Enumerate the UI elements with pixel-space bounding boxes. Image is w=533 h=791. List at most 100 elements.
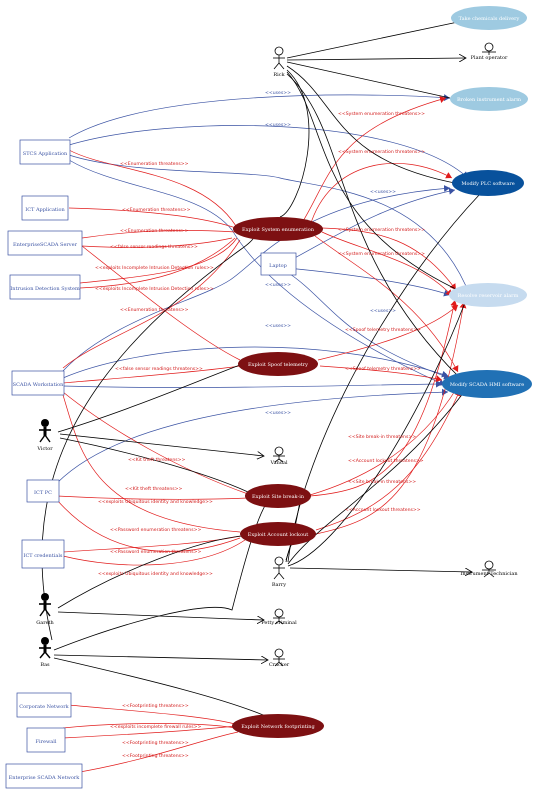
actor-petty-criminal: Petty criminal — [261, 608, 297, 626]
uses-label: <<uses>> — [265, 410, 291, 416]
box-ict-credentials: ICT credentials — [21, 539, 65, 569]
actor-bas: Bas — [39, 637, 51, 668]
usecase-label: Broken instrument alarm — [457, 97, 521, 103]
box-label: ICT PC — [34, 490, 52, 496]
box-stcs-application: STCS Application — [19, 139, 71, 165]
uses-label: <<uses>> — [265, 323, 291, 329]
actor-label: Cracker — [269, 662, 290, 668]
threat-label: <<Enumeration threatens>> — [120, 228, 189, 234]
threat-label: <<Footprinting threatens>> — [122, 703, 189, 709]
actor-label: Victor — [36, 446, 53, 452]
use-cases: Take chemicals delivery Broken instrumen… — [442, 6, 532, 398]
misuse-exploit-spoof-telemetry: Exploit Spoof telemetry — [238, 352, 318, 376]
threat-label: <<false sensor readings threatens>> — [110, 244, 198, 250]
actor-victor: Victor — [36, 419, 53, 452]
actor-label: Rick — [273, 72, 285, 78]
box-label: Corporate Network — [19, 704, 69, 710]
actor-rick: Rick — [273, 46, 286, 78]
usecase-modify-plc-software: Modify PLC software — [452, 170, 524, 196]
misuse-exploit-site-break-in: Exploit Site break-in — [245, 484, 311, 508]
threat-label: <<Site break-in threatens>> — [348, 434, 416, 440]
misuse-exploit-network-footprinting: Exploit Network footprinting — [232, 714, 324, 738]
uses-label: <<uses>> — [370, 189, 396, 195]
box-ict-application: ICT Application — [21, 195, 69, 221]
actor-label: Barry — [272, 582, 286, 588]
actor-cracker: Cracker — [269, 648, 290, 668]
box-label: Firewall — [36, 739, 57, 745]
threat-label: <<Spoof telemetry threatens>> — [345, 327, 421, 333]
exploit-label: <<exploits Ubiquitous identity and knowl… — [98, 571, 213, 577]
threat-label: <<Enumeration threatens>> — [120, 307, 189, 313]
box-label: ICT credentials — [23, 553, 62, 559]
threat-label: <<Password enumeration threatens>> — [110, 527, 201, 533]
threat-label: <<false sensor readings threatens>> — [115, 366, 203, 372]
box-enterprise-scada-server: EnterpriseSCADA Server — [7, 230, 83, 256]
actor-label: Vandal — [269, 460, 288, 466]
box-label: EnterpriseSCADA Server — [13, 242, 78, 248]
misuse-label: Exploit Account lockout — [248, 532, 308, 538]
box-label: ICT Application — [25, 207, 65, 213]
misuse-exploit-system-enumeration: Exploit System enumeration — [233, 217, 323, 241]
exploit-label: <<exploits Ubiquitous identity and knowl… — [98, 499, 213, 505]
box-label: SCADA Workstation — [13, 382, 64, 388]
uses-label: <<uses>> — [265, 282, 291, 288]
actor-vandal: Vandal — [269, 446, 288, 466]
actor-instrument-technician: Instrument Technician — [460, 560, 518, 578]
box-ict-pc: ICT PC — [26, 479, 60, 503]
actor-label: Instrument Technician — [460, 571, 518, 577]
threat-label: <<Site break-in threatens>> — [348, 479, 416, 485]
threat-label: <<Account lockout threatens>> — [345, 507, 421, 513]
usecase-resolve-reservoir-alarm: Resolve reservoir alarm — [449, 283, 527, 307]
threat-label: <<Enumeration threatens>> — [120, 161, 189, 167]
threat-label: <<Password enumeration threatens>> — [110, 549, 201, 555]
misuse-label: Exploit Site break-in — [252, 494, 305, 500]
threat-label: <<System enumeration threatens>> — [338, 251, 425, 257]
threat-edges — [56, 96, 467, 774]
actor-label: Petty criminal — [261, 620, 297, 626]
threat-label: <<Account lockout threatens>> — [348, 458, 424, 464]
box-firewall: Firewall — [26, 727, 66, 753]
actors: Rick Plant operator Victor Vandal — [36, 42, 518, 668]
threat-label: <<Footprinting threatens>> — [122, 740, 189, 746]
box-label: Enterprise SCADA Network — [9, 775, 81, 781]
usecase-label: Modify PLC software — [461, 181, 514, 187]
actor-plant-operator: Plant operator — [471, 42, 508, 61]
box-intrusion-detection-system: Intrusion Detection System — [9, 274, 81, 300]
box-label: STCS Application — [23, 151, 68, 157]
actor-label: Gareth — [36, 620, 54, 626]
threat-label: <<System enumeration threatens>> — [338, 111, 425, 117]
box-scada-workstation: SCADA Workstation — [11, 370, 65, 396]
threat-label: <<Kit theft threatens>> — [125, 486, 183, 492]
usecase-take-chemicals-delivery: Take chemicals delivery — [451, 6, 527, 30]
misuse-label: Exploit System enumeration — [242, 227, 315, 233]
uses-label: <<uses>> — [370, 308, 396, 314]
threat-label: <<Kit theft threatens>> — [128, 457, 186, 463]
actor-barry: Barry — [272, 556, 286, 588]
threat-label: <<Spoof telemetry threatens>> — [345, 366, 421, 372]
threat-label: <<System enumeration threatens>> — [338, 227, 425, 233]
box-laptop: Laptop — [260, 252, 297, 276]
actor-gareth: Gareth — [36, 593, 55, 626]
asset-boxes: STCS Application ICT Application Enterpr… — [5, 139, 297, 789]
actor-label: Bas — [40, 662, 50, 668]
actor-label: Plant operator — [471, 55, 508, 61]
uses-label: <<uses>> — [265, 122, 291, 128]
box-label: Intrusion Detection System — [10, 286, 80, 292]
misuse-label: Exploit Network footprinting — [241, 724, 315, 730]
exploit-label: <<exploits Incomplete Intrusion Detectio… — [95, 286, 214, 292]
threat-label: <<Footprinting threatens>> — [122, 753, 189, 759]
misuse-label: Exploit Spoof telemetry — [248, 362, 308, 368]
exploit-label: <<exploits incomplete firewall rules>> — [110, 724, 201, 730]
usecase-modify-scada-hmi-software: Modify SCADA HMI software — [442, 370, 532, 398]
exploit-label: <<exploits Incomplete Intrusion Detectio… — [95, 265, 214, 271]
box-label: Laptop — [269, 263, 287, 269]
edge-labels: <<uses>> <<System enumeration threatens>… — [95, 90, 425, 759]
uses-label: <<uses>> — [265, 90, 291, 96]
misuse-cases: Exploit System enumeration Exploit Spoof… — [232, 217, 324, 738]
threat-label: <<System enumeration threatens>> — [338, 149, 425, 155]
usecase-label: Modify SCADA HMI software — [450, 382, 524, 388]
box-corporate-network: Corporate Network — [16, 692, 72, 718]
threat-label: <<Enumeration threatens>> — [122, 207, 191, 213]
usecase-broken-instrument-alarm: Broken instrument alarm — [450, 87, 528, 111]
